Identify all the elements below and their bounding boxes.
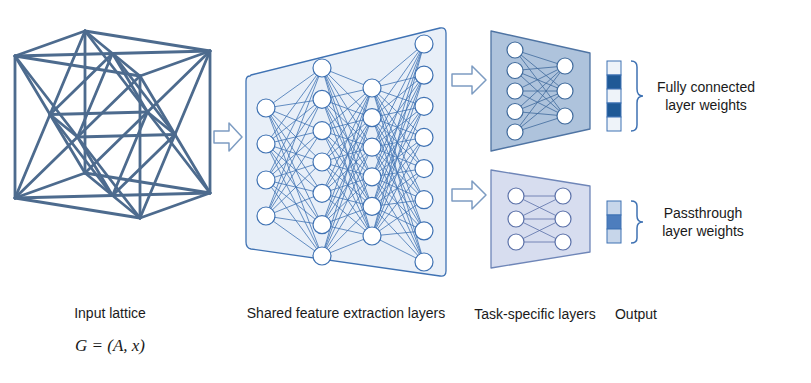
strut: [15, 31, 85, 56]
neuron: [313, 247, 331, 265]
strut: [14, 56, 17, 198]
neuron: [415, 222, 433, 240]
shared-layers-box: Shared feature extraction layers: [244, 26, 448, 278]
weight-cell: [607, 103, 621, 117]
neuron: [257, 99, 275, 117]
weight-cell: [607, 229, 621, 243]
strut: [50, 54, 113, 115]
neuron: [555, 234, 571, 250]
neuron: [313, 153, 331, 171]
neuron: [557, 108, 573, 124]
neuron: [507, 104, 523, 120]
neural-net: [257, 35, 433, 271]
neuron: [415, 97, 433, 115]
lattice-figure-drawing: [10, 20, 212, 220]
neuron: [557, 58, 573, 74]
neural-net: [507, 42, 573, 140]
neuron: [508, 188, 524, 204]
lattice-struts: [15, 31, 210, 218]
column-label: Task-specific layers: [474, 305, 595, 323]
net-link: [515, 50, 565, 116]
neuron: [313, 90, 331, 108]
neuron: [415, 35, 433, 53]
neuron: [415, 160, 433, 178]
strut: [140, 51, 210, 76]
net-link: [515, 66, 565, 132]
neuron: [415, 128, 433, 146]
neuron: [363, 79, 381, 97]
net-link: [266, 131, 322, 180]
weight-cell: [607, 215, 621, 229]
task-layer-shape: [491, 170, 590, 268]
weight-cell: [607, 75, 621, 89]
neuron: [508, 211, 524, 227]
neuron: [363, 109, 381, 127]
shared-layers-box-drawing: [244, 26, 448, 278]
neuron: [363, 197, 381, 215]
output-description: Fully connected layer weights: [645, 78, 767, 114]
strut: [113, 112, 148, 196]
figure-caption: Input lattice: [74, 305, 146, 321]
neuron: [313, 216, 331, 234]
neuron: [557, 83, 573, 99]
weight-cell: [607, 61, 621, 75]
neuron: [257, 171, 275, 189]
neuron: [508, 234, 524, 250]
neuron: [363, 227, 381, 245]
math-label: G = (A, x): [75, 336, 145, 356]
weight-cell: [607, 89, 621, 103]
task-layer-shape: [491, 31, 590, 151]
strut: [15, 173, 85, 198]
hollow-arrow: [452, 66, 486, 94]
weight-cell: [607, 201, 621, 215]
net-link: [372, 177, 424, 262]
neuron: [363, 168, 381, 186]
neuron: [415, 66, 433, 84]
column-label: Output: [615, 305, 657, 323]
neuron: [555, 188, 571, 204]
strut: [50, 112, 148, 115]
shared-layers-shape: [246, 28, 446, 276]
neuron: [555, 211, 571, 227]
strut: [78, 135, 176, 138]
curly-brace: [631, 61, 643, 131]
neuron: [363, 138, 381, 156]
strut: [113, 54, 148, 113]
net-link: [266, 144, 322, 193]
strut: [78, 137, 113, 196]
neuron: [415, 191, 433, 209]
neuron: [415, 253, 433, 271]
neuron: [313, 184, 331, 202]
neuron: [257, 135, 275, 153]
hollow-arrow: [452, 181, 486, 209]
neuron: [507, 124, 523, 140]
neural-net: [508, 188, 571, 250]
neuron: [257, 207, 275, 225]
neuron: [507, 63, 523, 79]
strut: [78, 54, 113, 138]
hollow-arrow: [214, 123, 242, 151]
neuron: [313, 122, 331, 140]
neuron: [507, 83, 523, 99]
neuron: [313, 59, 331, 77]
strut: [209, 51, 212, 193]
strut: [140, 193, 210, 218]
weight-cell: [607, 117, 621, 131]
neuron: [507, 42, 523, 58]
lattice-figure: Input latticeG = (A, x): [10, 20, 212, 220]
strut: [113, 135, 176, 196]
figure-caption: Shared feature extraction layers: [247, 305, 445, 321]
output-description: Passthrough layer weights: [652, 204, 754, 240]
curly-brace: [631, 201, 643, 243]
